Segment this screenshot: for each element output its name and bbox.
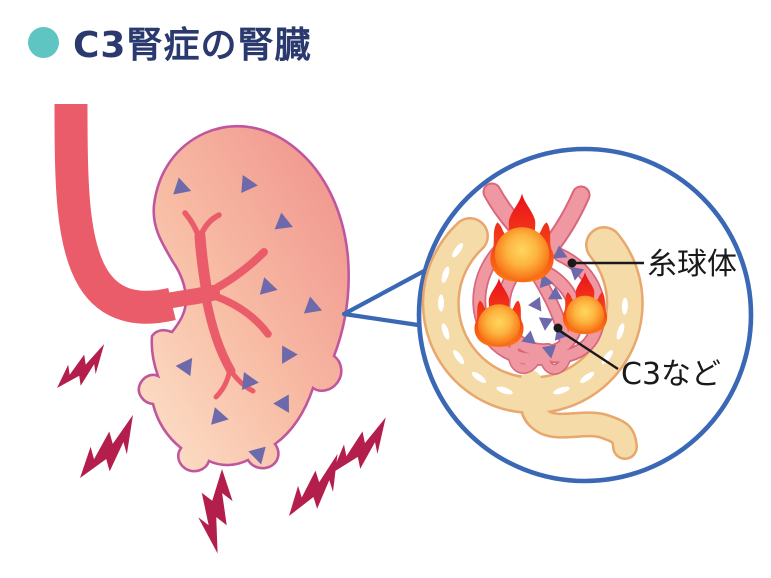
magnifier: 糸球体 C3など [341,146,754,484]
callout-glomerulus: 糸球体 [567,247,737,282]
c3-deposits-label: C3など [621,357,721,392]
proximal-tubule-fill [520,370,636,458]
callout-c3-deposits: C3など [553,323,721,392]
magnifier-wedge-lines [341,269,425,328]
renal-artery-ureter [54,103,176,324]
title-text: C3腎症の腎臓 [73,25,312,66]
kidney-body [137,124,350,473]
callout-line [559,329,619,371]
figure-title: C3腎症の腎臓 [28,16,311,68]
callout-dot [553,323,563,333]
kidney-illustration [49,103,402,555]
glomerulus-label: 糸球体 [647,247,737,282]
callout-dot [567,258,577,268]
title-bullet-icon [28,26,59,58]
renal-vessel-branches [158,210,272,400]
